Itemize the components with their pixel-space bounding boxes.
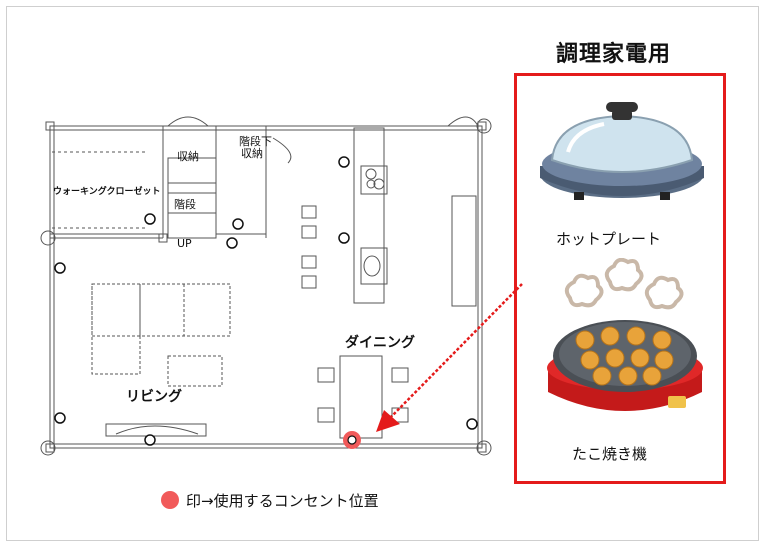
room-label-dining: ダイニング	[345, 335, 415, 351]
appliance-label-hot-plate: ホットプレート	[556, 230, 662, 248]
hot-plate-illustration	[540, 102, 704, 200]
appliance-label-takoyaki-maker: たこ焼き機	[572, 445, 648, 463]
outlet-icon	[144, 434, 156, 446]
legend-outlet-marker-icon	[161, 491, 179, 509]
appliance-panel	[514, 73, 726, 484]
room-label-walk-in-closet: ウォーキングクローゼット	[53, 187, 161, 197]
stairs-up-label: UP	[177, 237, 192, 250]
room-label-storage: 収納	[177, 150, 199, 163]
outlet-icon	[232, 218, 244, 230]
outlet-icon	[54, 262, 66, 274]
outlet-icon	[338, 232, 350, 244]
room-label-living: リビング	[126, 389, 182, 405]
outlet-icon	[54, 412, 66, 424]
panel-title: 調理家電用	[556, 42, 672, 67]
canvas-frame	[6, 6, 759, 541]
outlet-icon	[338, 156, 350, 168]
room-label-under-stairs-line2: 収納	[241, 147, 263, 160]
takoyaki-maker-illustration	[547, 258, 703, 411]
floor-plan	[40, 116, 492, 456]
outlet-icon	[144, 213, 156, 225]
legend-text: 印→使用するコンセント位置	[186, 492, 379, 510]
room-label-under-stairs-line1: 階段下	[239, 135, 272, 148]
outlet-icon	[226, 237, 238, 249]
outlet-icon	[466, 418, 478, 430]
room-label-stairs: 階段	[174, 198, 196, 211]
